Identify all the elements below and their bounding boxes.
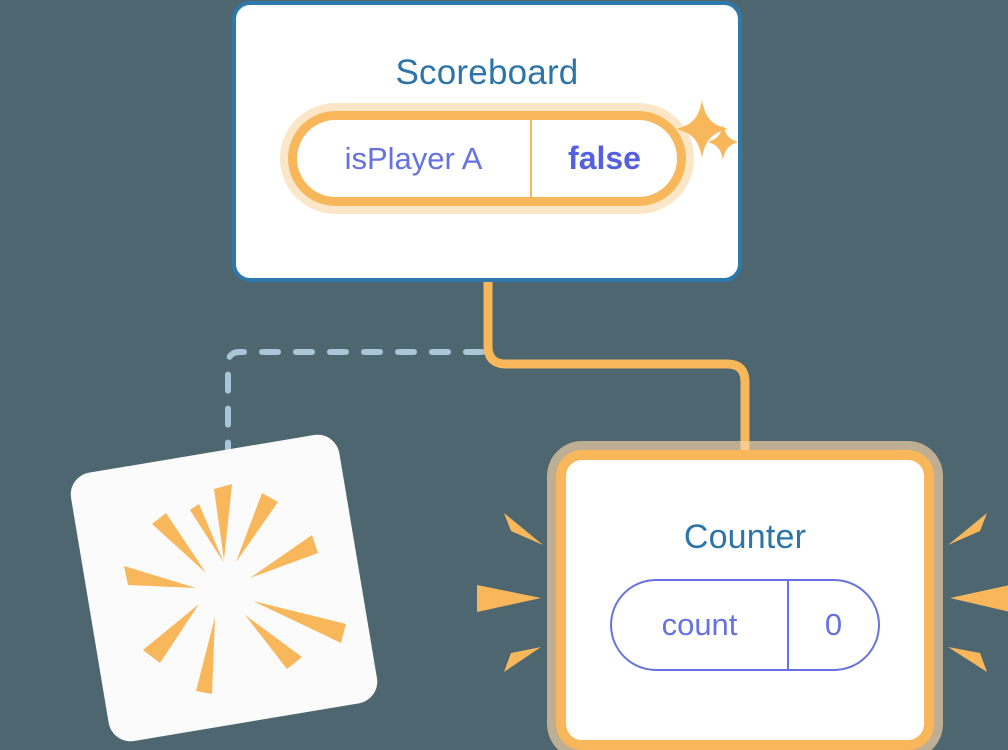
state-pill-value: 0 bbox=[824, 607, 843, 642]
blank-card[interactable] bbox=[67, 431, 381, 745]
counter-state-row: count 0 bbox=[566, 557, 924, 671]
scoreboard-state-row: isPlayer A false bbox=[236, 93, 738, 206]
card-counter[interactable]: Counter count 0 bbox=[556, 450, 934, 750]
counter-title: Counter bbox=[683, 518, 807, 556]
scoreboard-title: Scoreboard bbox=[395, 53, 579, 92]
state-pill-count[interactable]: count 0 bbox=[610, 579, 880, 671]
state-pill-key: isPlayer A bbox=[297, 120, 532, 197]
state-pill-key: count bbox=[612, 581, 789, 669]
connector-scoreboard-to-counter bbox=[483, 280, 750, 462]
connector-scoreboard-to-blank-card bbox=[225, 349, 485, 481]
state-pill-value: false bbox=[568, 140, 641, 176]
state-pill-isplayer-a[interactable]: isPlayer A false bbox=[288, 111, 686, 206]
card-scoreboard[interactable]: Scoreboard isPlayer A false bbox=[232, 1, 742, 282]
